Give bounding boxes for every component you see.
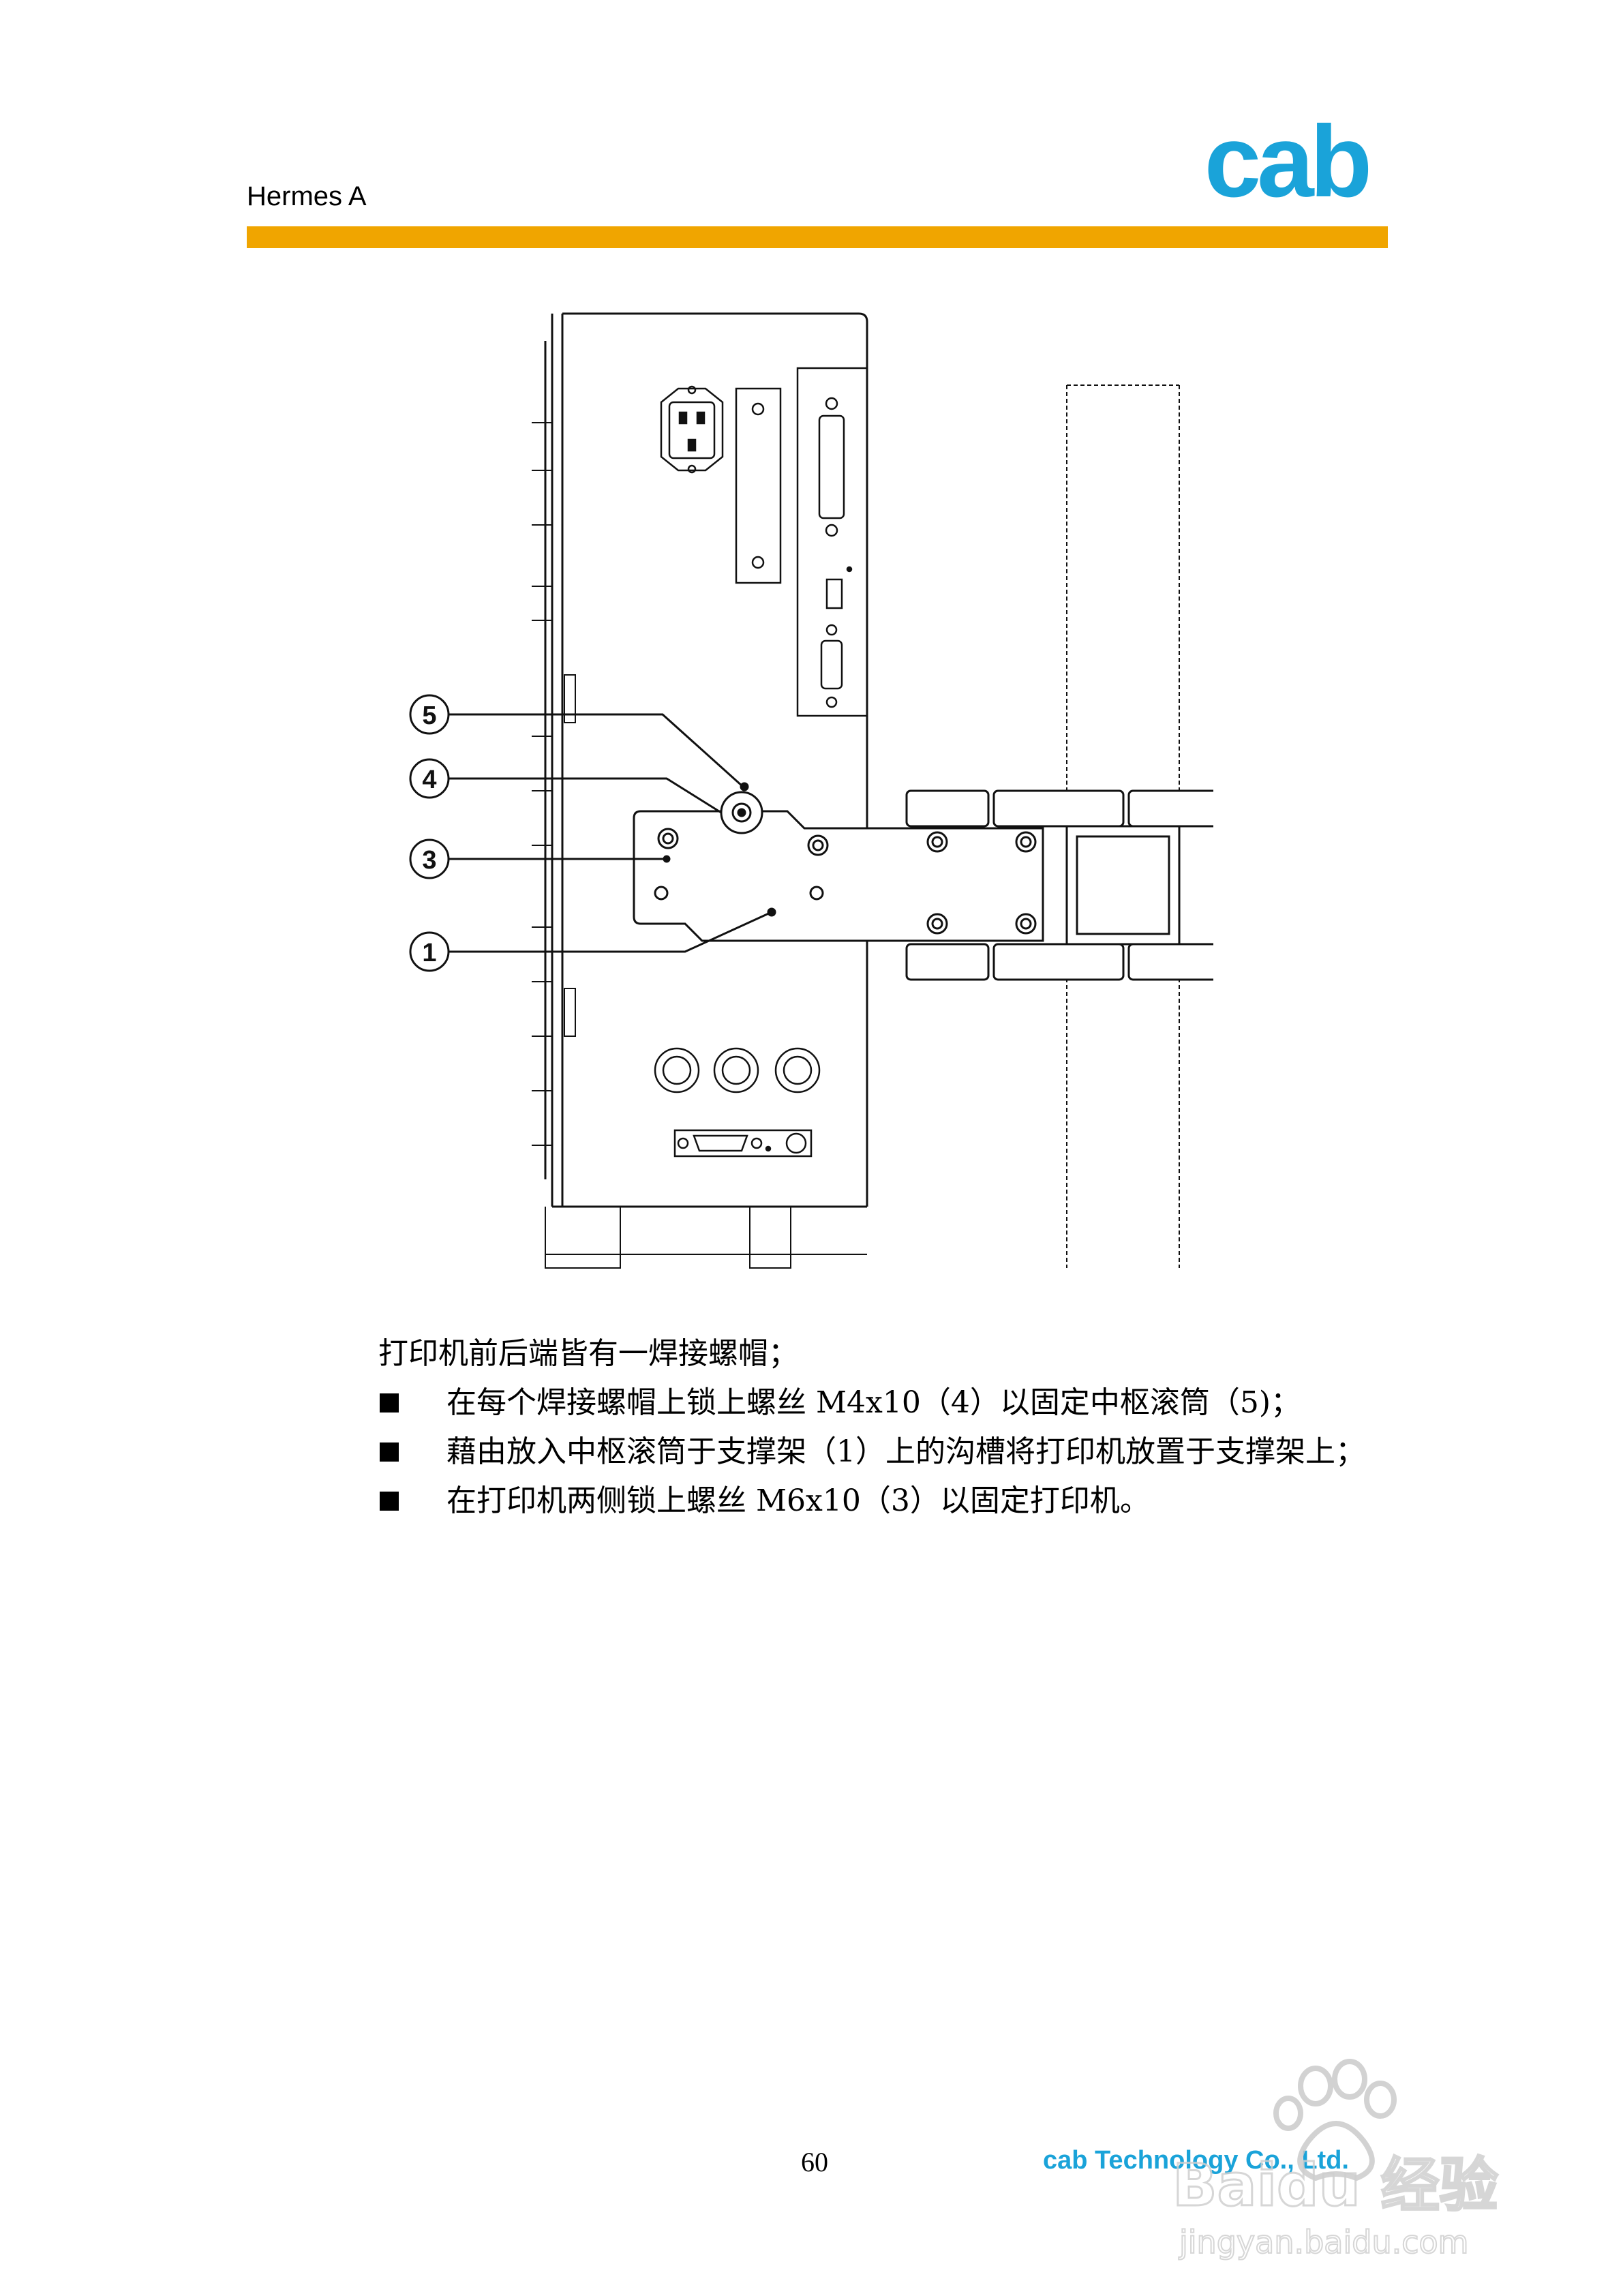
callout-1: 1 xyxy=(409,931,450,972)
cover-plate xyxy=(735,387,782,584)
callout-leaders xyxy=(442,713,772,953)
list-item-text: 在打印机两侧锁上螺丝 M6x10（3）以固定打印机。 xyxy=(446,1483,1150,1518)
support-post xyxy=(1066,384,1180,1268)
watermark-brand: Baidu 经验 xyxy=(1172,2151,1498,2220)
square-bullet-icon xyxy=(380,1393,399,1413)
power-socket xyxy=(660,385,724,474)
svg-text:1: 1 xyxy=(422,939,436,967)
list-item-text: 藉由放入中枢滚筒于支撑架（1）上的沟槽将打印机放置于支撑架上； xyxy=(446,1434,1365,1469)
callout-4: 4 xyxy=(409,758,450,799)
printer-side-panel xyxy=(532,312,868,1269)
list-item: 在打印机两侧锁上螺丝 M6x10（3）以固定打印机。 xyxy=(378,1477,1387,1526)
header-accent-rule xyxy=(247,226,1388,248)
lower-connectors xyxy=(654,1047,821,1158)
support-bracket xyxy=(633,782,1044,942)
baidu-watermark: Baidu 经验 jingyan.baidu.com xyxy=(1172,2059,1499,2261)
page-number: 60 xyxy=(801,2147,828,2177)
instructions: 打印机前后端皆有一焊接螺帽； 在每个焊接螺帽上锁上螺丝 M4x10（4）以固定中… xyxy=(378,1329,1387,1526)
watermark-url: jingyan.baidu.com xyxy=(1179,2224,1469,2261)
square-bullet-icon xyxy=(380,1492,399,1511)
header-title: Hermes A xyxy=(247,181,367,211)
callout-3: 3 xyxy=(409,839,450,879)
svg-text:5: 5 xyxy=(422,701,436,730)
list-item: 藉由放入中枢滚筒于支撑架（1）上的沟槽将打印机放置于支撑架上； xyxy=(378,1428,1387,1477)
svg-text:4: 4 xyxy=(422,766,436,794)
paw-icon xyxy=(1273,2059,1397,2181)
callout-5: 5 xyxy=(409,694,450,735)
post-clamp xyxy=(905,789,1213,981)
instruction-list: 在每个焊接螺帽上锁上螺丝 M4x10（4）以固定中枢滚筒（5)； 藉由放入中枢滚… xyxy=(378,1378,1387,1526)
square-bullet-icon xyxy=(380,1442,399,1462)
interface-panel xyxy=(796,367,868,717)
cab-logo: cab xyxy=(1204,123,1373,211)
intro-text: 打印机前后端皆有一焊接螺帽； xyxy=(378,1336,798,1371)
cab-logo-text: cab xyxy=(1204,123,1369,211)
svg-text:3: 3 xyxy=(422,846,436,875)
printer-mounting-diagram: 5 4 3 1 xyxy=(409,312,1213,1269)
list-item-text: 在每个焊接螺帽上锁上螺丝 M4x10（4）以固定中枢滚筒（5)； xyxy=(446,1385,1301,1420)
list-item: 在每个焊接螺帽上锁上螺丝 M4x10（4）以固定中枢滚筒（5)； xyxy=(378,1378,1387,1428)
